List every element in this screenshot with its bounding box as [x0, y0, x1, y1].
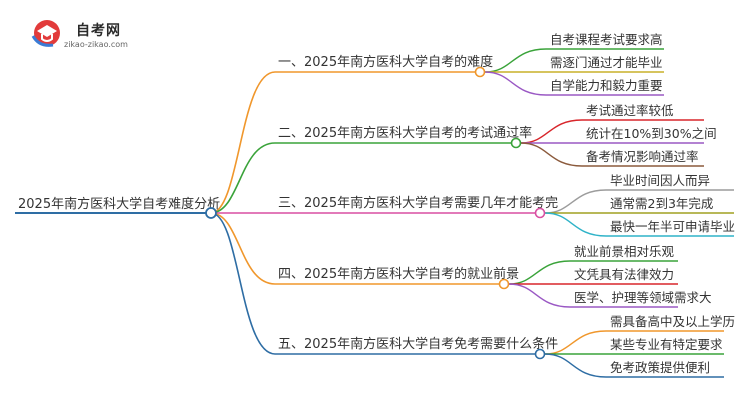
- mind-map-nodes: 2025年南方医科大学自考难度分析 一、2025年南方医科大学自考的难度 自考课程考…: [18, 32, 735, 375]
- leaf-edge: [484, 71, 547, 96]
- branch-node: [534, 348, 546, 360]
- branch-node: [474, 66, 486, 78]
- branch-edge: [210, 212, 276, 285]
- leaf-label: 需逐门通过才能毕业: [550, 55, 663, 70]
- leaf-label: 统计在10%到30%之间: [586, 126, 717, 141]
- leaf-label: 需具备高中及以上学历: [610, 314, 735, 329]
- leaf-label: 最快一年半可申请毕业: [610, 219, 735, 234]
- leaf-label: 自学能力和毅力重要: [550, 78, 663, 93]
- leaf-edge: [520, 142, 583, 167]
- root-node: [205, 207, 217, 219]
- branch-label: 四、2025年南方医科大学自考的就业前景: [278, 266, 519, 282]
- branch-label: 五、2025年南方医科大学自考免考需要什么条件: [278, 336, 558, 352]
- branch-node: [510, 137, 522, 149]
- branch-label: 一、2025年南方医科大学自考的难度: [278, 54, 493, 70]
- graduation-cap-icon: [31, 20, 60, 47]
- branch-label: 三、2025年南方医科大学自考需要几年才能考完: [278, 195, 558, 211]
- leaf-label: 医学、护理等领域需求大: [574, 290, 712, 305]
- leaf-edge: [544, 212, 607, 237]
- leaf-edge: [544, 353, 607, 378]
- mind-map-edges: [15, 48, 734, 378]
- leaf-edge: [484, 48, 547, 73]
- branch-node: [498, 278, 510, 290]
- leaf-label: 就业前景相对乐观: [574, 244, 675, 259]
- leaf-label: 文凭具有法律效力: [574, 267, 674, 282]
- branch-label: 二、2025年南方医科大学自考的考试通过率: [278, 125, 532, 141]
- logo-url: zikao-zikao.com: [64, 40, 128, 49]
- leaf-label: 自考课程考试要求高: [550, 32, 663, 47]
- leaf-label: 通常需2到3年完成: [610, 196, 713, 211]
- branch-edge: [210, 142, 276, 214]
- leaf-label: 某些专业有特定要求: [610, 337, 723, 352]
- leaf-label: 免考政策提供便利: [610, 360, 710, 375]
- branch-edge: [210, 212, 276, 355]
- branch-edge: [210, 71, 276, 214]
- leaf-label: 毕业时间因人而异: [610, 173, 710, 188]
- leaf-edge: [508, 283, 571, 308]
- leaf-label: 考试通过率较低: [586, 103, 674, 118]
- leaf-label: 备考情况影响通过率: [586, 149, 699, 164]
- logo-name: 自考网: [76, 23, 121, 39]
- logo: 自考网 zikao-zikao.com: [30, 16, 180, 56]
- branch-node: [534, 207, 546, 219]
- root-label: 2025年南方医科大学自考难度分析: [18, 196, 220, 212]
